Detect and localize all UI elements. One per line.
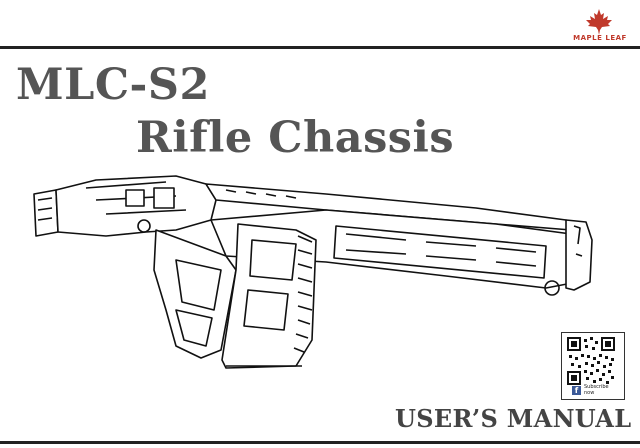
subscribe-badge[interactable]: f Subscribe now	[572, 384, 622, 397]
subscribe-label: Subscribe now	[584, 384, 609, 396]
facebook-icon: f	[572, 386, 581, 395]
users-manual-label: USER’S MANUAL	[395, 404, 632, 433]
product-model-title: MLC-S2	[16, 60, 210, 110]
qr-code-subscribe[interactable]: f Subscribe now	[561, 332, 625, 400]
top-rule	[0, 46, 640, 49]
qr-code-icon	[567, 337, 615, 385]
product-type-title: Rifle Chassis	[136, 113, 455, 163]
maple-leaf-icon	[586, 9, 612, 35]
bottom-rule	[0, 441, 640, 444]
brand-logo-text: MAPLE LEAF	[573, 34, 627, 42]
brand-logo: MAPLE LEAF	[566, 8, 634, 44]
rifle-chassis-illustration	[33, 175, 593, 369]
